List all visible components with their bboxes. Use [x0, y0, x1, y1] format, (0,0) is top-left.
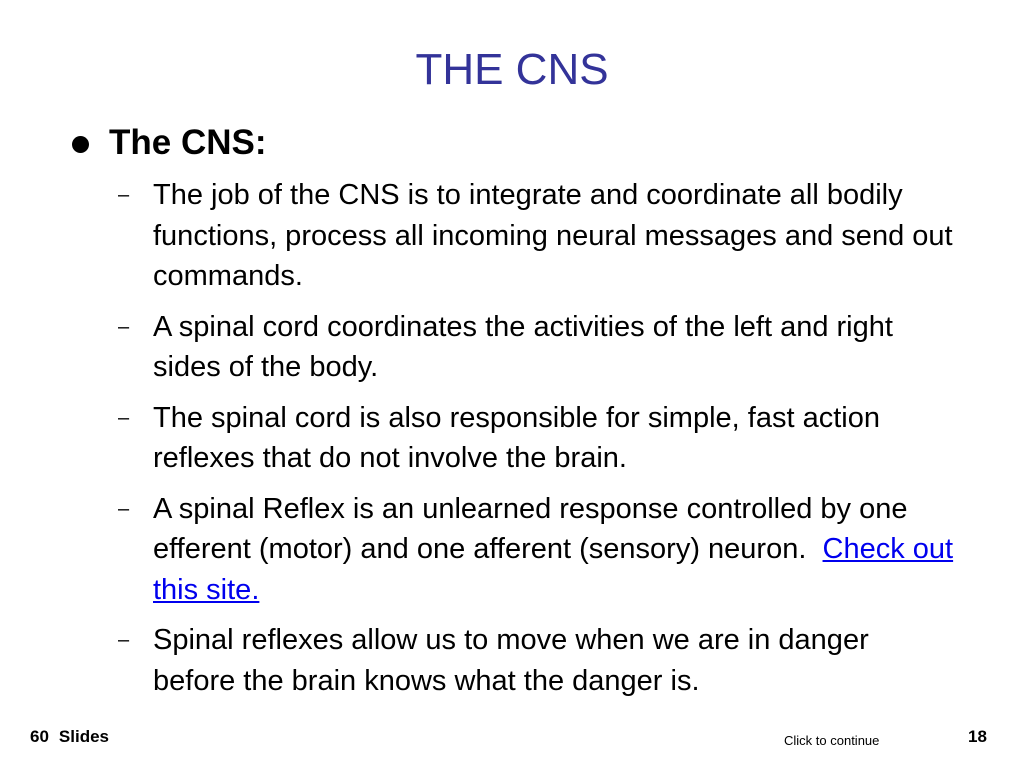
- sub-bullet: – The job of the CNS is to integrate and…: [118, 175, 958, 297]
- sub-bullet-text: The job of the CNS is to integrate and c…: [153, 179, 953, 292]
- sub-bullet: – The spinal cord is also responsible fo…: [118, 398, 958, 479]
- sub-bullet-text: A spinal Reflex is an unlearned response…: [153, 492, 908, 566]
- click-to-continue-button[interactable]: Click to continue: [784, 733, 880, 748]
- sub-bullet-text-with-link: A spinal Reflex is an unlearned response…: [153, 489, 958, 611]
- dash-icon: –: [118, 315, 130, 338]
- sub-bullet-list: – The job of the CNS is to integrate and…: [118, 175, 958, 711]
- sub-bullet-text: A spinal cord coordinates the activities…: [153, 310, 893, 384]
- sub-bullet-text: Spinal reflexes allow us to move when we…: [153, 624, 869, 697]
- dash-icon: –: [118, 629, 130, 651]
- slide-count-number: 60: [30, 727, 49, 746]
- dash-icon: –: [118, 184, 130, 206]
- slide-title: THE CNS: [415, 45, 609, 94]
- sub-bullet-text: The spinal cord is also responsible for …: [153, 401, 880, 475]
- check-site-link[interactable]: Check out this site.: [153, 533, 954, 606]
- page-number: 18: [968, 727, 987, 746]
- dash-icon: –: [118, 406, 130, 429]
- dash-icon: –: [118, 497, 130, 520]
- main-bullet: The CNS:: [72, 120, 267, 166]
- sub-bullet: – Spinal reflexes allow us to move when …: [118, 620, 958, 701]
- slide-count: 60 Slides: [30, 727, 119, 747]
- sub-bullet: – A spinal Reflex is an unlearned respon…: [118, 489, 958, 611]
- main-bullet-label: The CNS:: [109, 123, 267, 162]
- slides-label: Slides: [58, 727, 110, 746]
- sub-bullet: – A spinal cord coordinates the activiti…: [118, 307, 958, 388]
- bullet-dot-icon: [72, 136, 89, 153]
